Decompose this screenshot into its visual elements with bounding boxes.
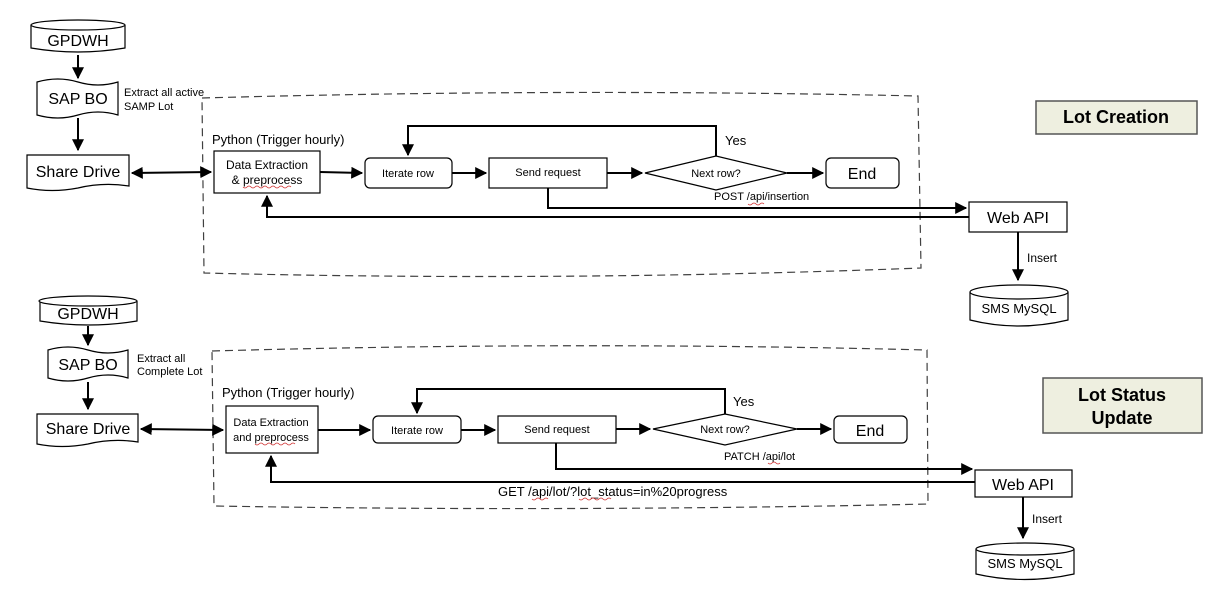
sap-bo-label: SAP BO — [48, 91, 107, 108]
gpdwh-database: GPDWH — [30, 19, 126, 53]
iterate-row-label: Iterate row — [391, 425, 443, 437]
end-step: End — [825, 157, 900, 189]
next-row-decision: Next row? — [644, 155, 788, 191]
web-api-label: Web API — [987, 210, 1049, 227]
gpdwh-label: GPDWH — [47, 33, 108, 50]
lot-creation-title: Lot Creation — [1063, 107, 1169, 127]
web-api-box: Web API — [974, 469, 1073, 498]
sap-bo-document: SAP BO — [47, 346, 129, 382]
next-row-label: Next row? — [691, 168, 741, 180]
arrow-sharedrive-python — [130, 166, 213, 179]
share-drive-label: Share Drive — [46, 421, 131, 438]
arrow-extract-to-iterate — [319, 166, 364, 179]
data-extraction-line2: & preprocess — [232, 173, 303, 187]
gpdwh-label: GPDWH — [57, 306, 118, 323]
sms-mysql-label: SMS MySQL — [981, 301, 1056, 316]
share-drive-label: Share Drive — [36, 164, 121, 181]
python-region-border — [201, 91, 922, 278]
lot-creation-title-box: Lot Creation — [1035, 100, 1198, 135]
extract-note-line2: SAMP Lot — [124, 101, 173, 113]
gpdwh-database: GPDWH — [38, 295, 138, 326]
insert-label: Insert — [1027, 251, 1058, 265]
extract-note-line2: Complete Lot — [137, 366, 202, 378]
share-drive-document: Share Drive — [36, 413, 139, 448]
lot-creation-flow: GPDWH SAP BO Extract all active SAMP Lot… — [26, 19, 1198, 327]
sap-bo-label: SAP BO — [58, 357, 117, 374]
send-request-step: Send request — [497, 415, 617, 444]
extract-note-line1: Extract all — [137, 353, 185, 365]
sms-mysql-database: SMS MySQL — [969, 284, 1069, 327]
lot-status-update-title-box: Lot Status Update — [1042, 377, 1203, 434]
sap-bo-document: SAP BO — [36, 78, 119, 119]
arrow-webapi-to-extract — [261, 194, 969, 218]
arrow-yes-loop — [402, 125, 717, 157]
send-request-label: Send request — [524, 424, 589, 436]
arrow-sharedrive-python — [139, 423, 225, 436]
yes-label: Yes — [733, 394, 755, 409]
end-label: End — [856, 423, 884, 440]
spellcheck-underline — [242, 185, 292, 189]
spellcheck-underline — [747, 202, 765, 206]
lot-status-update-title-line1: Lot Status — [1078, 385, 1166, 405]
send-request-step: Send request — [488, 157, 608, 189]
spellcheck-underline — [578, 497, 612, 501]
arrow-yes-loop — [411, 388, 726, 415]
insert-label: Insert — [1032, 512, 1063, 526]
lot-status-update-title-line2: Update — [1091, 408, 1152, 428]
yes-label: Yes — [725, 133, 747, 148]
data-extraction-line1: Data Extraction — [233, 417, 308, 429]
end-step: End — [833, 415, 908, 444]
arrow-send-to-webapi — [555, 443, 974, 475]
web-api-label: Web API — [992, 477, 1054, 494]
share-drive-document: Share Drive — [26, 154, 130, 192]
data-extraction-step: Data Extraction and preprocess — [225, 405, 319, 454]
sms-mysql-label: SMS MySQL — [987, 556, 1062, 571]
python-trigger-label: Python (Trigger hourly) — [222, 385, 354, 400]
end-label: End — [848, 166, 876, 183]
next-row-label: Next row? — [700, 424, 750, 436]
arrow-webapi-to-extract — [265, 454, 975, 483]
data-extraction-step: Data Extraction & preprocess — [213, 150, 321, 194]
python-trigger-label: Python (Trigger hourly) — [212, 132, 344, 147]
next-row-decision: Next row? — [652, 413, 798, 446]
patch-request-label: PATCH /api/lot — [724, 451, 795, 463]
sms-mysql-database: SMS MySQL — [975, 542, 1075, 581]
get-request-label: GET /api/lot/?lot_status=in%20progress — [498, 484, 728, 499]
spellcheck-underline — [531, 497, 549, 501]
spellcheck-underline — [767, 461, 781, 465]
post-request-label: POST /api/insertion — [714, 191, 809, 203]
python-region-border — [211, 345, 929, 510]
spellcheck-underline — [254, 442, 296, 446]
iterate-row-step: Iterate row — [364, 157, 453, 189]
lot-status-update-flow: GPDWH SAP BO Extract all Complete Lot Sh… — [36, 295, 1203, 581]
data-extraction-line2: and preprocess — [233, 432, 309, 444]
iterate-row-label: Iterate row — [382, 168, 434, 180]
arrow-send-to-webapi — [547, 188, 968, 214]
data-extraction-line1: Data Extraction — [226, 158, 308, 172]
iterate-row-step: Iterate row — [372, 415, 462, 444]
extract-note-line1: Extract all active — [124, 87, 204, 99]
web-api-box: Web API — [968, 201, 1068, 233]
send-request-label: Send request — [515, 167, 580, 179]
